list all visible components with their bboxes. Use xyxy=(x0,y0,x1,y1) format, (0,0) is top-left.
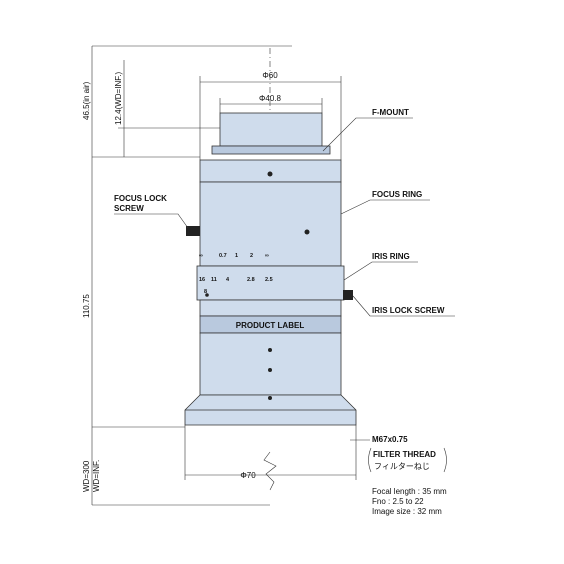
focus-ring-collar xyxy=(199,159,342,183)
wd-300-label: WD=300 xyxy=(82,460,91,492)
focus-scale-mark: ∞ xyxy=(199,253,203,259)
iris-scale-mark: 2.5 xyxy=(265,277,273,283)
focus-scale-mark: 2 xyxy=(250,253,253,259)
iris-scale-mark: 8 xyxy=(204,289,207,295)
product-label: PRODUCT LABEL xyxy=(236,321,305,330)
barrel-upper xyxy=(199,181,342,267)
focus-scale-mark: 1 xyxy=(235,253,238,259)
top-diameter-label: Φ60 xyxy=(262,71,278,80)
index-dot xyxy=(304,229,310,235)
focus-ring-callout: FOCUS RING xyxy=(372,190,422,199)
index-dot xyxy=(268,348,272,352)
filter-thread-jp-callout: フィルターねじ xyxy=(374,462,430,471)
top-dimensions: Φ60 Φ40.8 xyxy=(199,71,342,160)
filter-thread-callout: FILTER THREAD xyxy=(373,450,436,459)
spec-focal-length: Focal length : 35 mm xyxy=(372,487,447,496)
bottom-diameter-label: Φ70 xyxy=(240,471,256,480)
iris-scale-mark: 16 xyxy=(199,277,205,283)
iris-scale-mark: 2.8 xyxy=(247,277,255,283)
focus-scale-mark: 0.7 xyxy=(219,253,227,259)
f-mount-callout: F-MOUNT xyxy=(372,108,409,117)
focus-scale-mark: ∞ xyxy=(265,253,269,259)
bottom-dimensions: Φ70 xyxy=(184,425,357,491)
mount-diameter-label: Φ40.8 xyxy=(259,94,282,103)
index-dot xyxy=(268,396,272,400)
index-dot xyxy=(205,293,209,297)
focus-lock-callout-line2: SCREW xyxy=(114,204,144,213)
index-dot xyxy=(268,368,272,372)
callouts: F-MOUNT FOCUS RING FOCUS LOCK SCREW IRIS… xyxy=(114,108,455,473)
iris-lock-screw-icon xyxy=(343,290,353,300)
focus-lock-callout-line1: FOCUS LOCK xyxy=(114,194,167,203)
iris-scale-mark: 4 xyxy=(226,277,230,283)
label-band xyxy=(199,299,342,317)
iris-ring-band xyxy=(196,265,345,301)
barrel-lower xyxy=(199,332,342,396)
iris-ring-callout: IRIS RING xyxy=(372,252,410,261)
index-dot xyxy=(267,171,273,177)
spec-fno: Fno : 2.5 to 22 xyxy=(372,497,424,506)
mount-top xyxy=(219,112,323,147)
height-wd-label: 12.4(WD=INF.) xyxy=(114,72,123,125)
spec-image-size: Image size : 32 mm xyxy=(372,507,442,516)
iris-scale-mark: 11 xyxy=(211,277,217,283)
mount-flange xyxy=(211,145,331,155)
iris-lock-callout: IRIS LOCK SCREW xyxy=(372,306,445,315)
wd-inf-label: WD=INF. xyxy=(92,460,101,492)
height-air-label: 46.5(in air) xyxy=(82,81,91,120)
specs-block: Focal length : 35 mm Fno : 2.5 to 22 Ima… xyxy=(372,487,447,516)
lens-body: ∞ 0.7 1 2 ∞ 16 11 4 2.8 2.5 8 PRODUCT LA… xyxy=(184,48,357,426)
body-length-label: 110.75 xyxy=(82,294,91,318)
left-dimensions: 46.5(in air) 12.4(WD=INF.) 110.75 WD=300… xyxy=(82,45,292,506)
focus-lock-screw-icon xyxy=(186,226,200,236)
thread-size-callout: M67x0.75 xyxy=(372,435,408,444)
